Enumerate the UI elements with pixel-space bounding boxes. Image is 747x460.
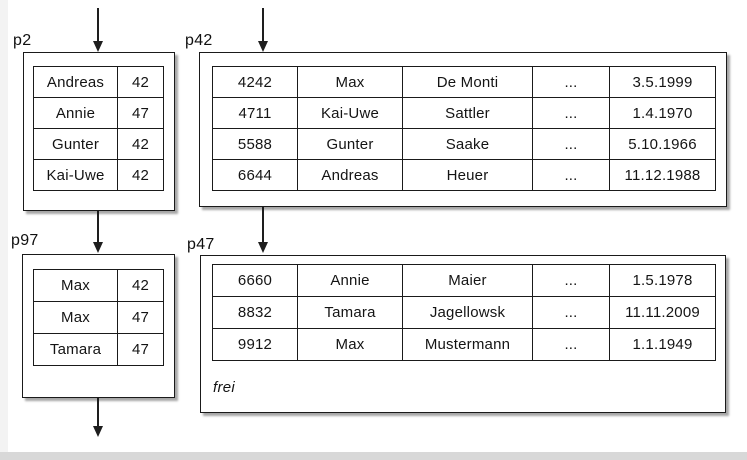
cell-firstname: Andreas (298, 160, 403, 190)
cell-key: Kai-Uwe (34, 160, 118, 190)
page-box-p47: 6660 Annie Maier ... 1.5.1978 8832 Tamar… (200, 255, 726, 413)
cell-date: 11.12.1988 (624, 166, 701, 184)
cell-lastname: Maier (403, 265, 533, 296)
page-box-p42: 4242 Max De Monti ... 3.5.1999 4711 Kai-… (199, 52, 727, 207)
page-label-p2: p2 (13, 32, 32, 49)
cell-date: 1.4.1970 (632, 104, 693, 122)
cell-value: 47 (131, 341, 150, 358)
cell-ellipsis: ... (533, 67, 610, 97)
cell-key: Max (34, 270, 118, 301)
arrow-shaft (97, 398, 99, 429)
cell-firstname: Max (298, 67, 403, 97)
cell-value: 42 (131, 135, 150, 153)
cell-value: 47 (131, 309, 150, 326)
arrow-head-icon (92, 41, 103, 52)
page-p97-records: Max 42 Max 47 Tamara 47 (33, 269, 164, 366)
cell-id: 6660 (213, 265, 298, 296)
arrow-head-icon (257, 242, 268, 253)
slide-bottom-bar (0, 452, 747, 460)
cell-key: Max (34, 302, 118, 333)
arrow-shaft (97, 8, 99, 44)
page-p47-records: 6660 Annie Maier ... 1.5.1978 8832 Tamar… (212, 264, 716, 361)
cell-lastname: De Monti (403, 67, 533, 97)
cell-key: Annie (34, 98, 118, 128)
cell-key: Andreas (34, 67, 118, 97)
cell-firstname: Kai-Uwe (298, 98, 403, 128)
cell-ellipsis: ... (533, 98, 610, 128)
cell-lastname: Sattler (403, 98, 533, 128)
cell-date: 5.10.1966 (628, 135, 697, 153)
cell-ellipsis: ... (533, 265, 610, 296)
cell-date: 1.1.1949 (632, 336, 693, 353)
arrow-p42-to-p47 (257, 207, 269, 253)
table-row: Max 47 (33, 301, 164, 334)
cell-value: 42 (131, 166, 150, 184)
page-label-p42: p42 (185, 32, 213, 49)
cell-ellipsis: ... (533, 329, 610, 360)
table-row: Tamara 47 (33, 333, 164, 366)
cell-lastname: Heuer (403, 160, 533, 190)
cell-value: 42 (131, 73, 150, 91)
arrow-shaft (262, 207, 264, 245)
arrow-p97-out (92, 398, 104, 437)
page-box-p97: Max 42 Max 47 Tamara 47 (22, 254, 175, 398)
cell-firstname: Max (298, 329, 403, 360)
cell-ellipsis: ... (533, 297, 610, 328)
table-row: Max 42 (33, 269, 164, 302)
table-row: Kai-Uwe 42 (33, 159, 164, 191)
page-p2-records: Andreas 42 Annie 47 Gunter 42 Kai-Uwe 42 (33, 66, 164, 191)
cell-ellipsis: ... (533, 160, 610, 190)
arrow-into-p42 (257, 8, 269, 52)
cell-firstname: Tamara (298, 297, 403, 328)
table-row: 5588 Gunter Saake ... 5.10.1966 (212, 128, 716, 160)
table-row: Andreas 42 (33, 66, 164, 98)
cell-id: 6644 (213, 160, 298, 190)
table-row: 6660 Annie Maier ... 1.5.1978 (212, 264, 716, 297)
arrow-head-icon (92, 242, 103, 253)
cell-value: 47 (131, 104, 150, 122)
cell-date: 11.11.2009 (625, 304, 700, 321)
cell-lastname: Saake (403, 129, 533, 159)
cell-date: 1.5.1978 (632, 272, 693, 289)
arrow-head-icon (257, 41, 268, 52)
arrow-head-icon (92, 426, 103, 437)
table-row: 4242 Max De Monti ... 3.5.1999 (212, 66, 716, 98)
cell-id: 5588 (213, 129, 298, 159)
table-row: Annie 47 (33, 97, 164, 129)
table-row: Gunter 42 (33, 128, 164, 160)
cell-value: 42 (131, 277, 150, 294)
cell-ellipsis: ... (533, 129, 610, 159)
page-label-p97: p97 (11, 232, 39, 249)
arrow-shaft (262, 8, 264, 44)
cell-date: 3.5.1999 (632, 73, 693, 91)
cell-key: Gunter (34, 129, 118, 159)
cell-id: 9912 (213, 329, 298, 360)
cell-id: 4242 (213, 67, 298, 97)
arrow-shaft (97, 211, 99, 245)
table-row: 6644 Andreas Heuer ... 11.12.1988 (212, 159, 716, 191)
page-label-p47: p47 (187, 236, 215, 253)
cell-firstname: Gunter (298, 129, 403, 159)
table-row: 9912 Max Mustermann ... 1.1.1949 (212, 328, 716, 361)
free-space-label: frei (213, 379, 236, 396)
page-box-p2: Andreas 42 Annie 47 Gunter 42 Kai-Uwe 42 (23, 52, 175, 211)
cell-id: 8832 (213, 297, 298, 328)
cell-id: 4711 (213, 98, 298, 128)
arrow-p2-to-p97 (92, 211, 104, 253)
cell-lastname: Mustermann (403, 329, 533, 360)
cell-lastname: Jagellowsk (403, 297, 533, 328)
cell-key: Tamara (34, 334, 118, 365)
cell-firstname: Annie (298, 265, 403, 296)
table-row: 8832 Tamara Jagellowsk ... 11.11.2009 (212, 296, 716, 329)
arrow-into-p2 (92, 8, 104, 52)
page-p42-records: 4242 Max De Monti ... 3.5.1999 4711 Kai-… (212, 66, 716, 191)
table-row: 4711 Kai-Uwe Sattler ... 1.4.1970 (212, 97, 716, 129)
page-edge-strip (0, 0, 8, 452)
